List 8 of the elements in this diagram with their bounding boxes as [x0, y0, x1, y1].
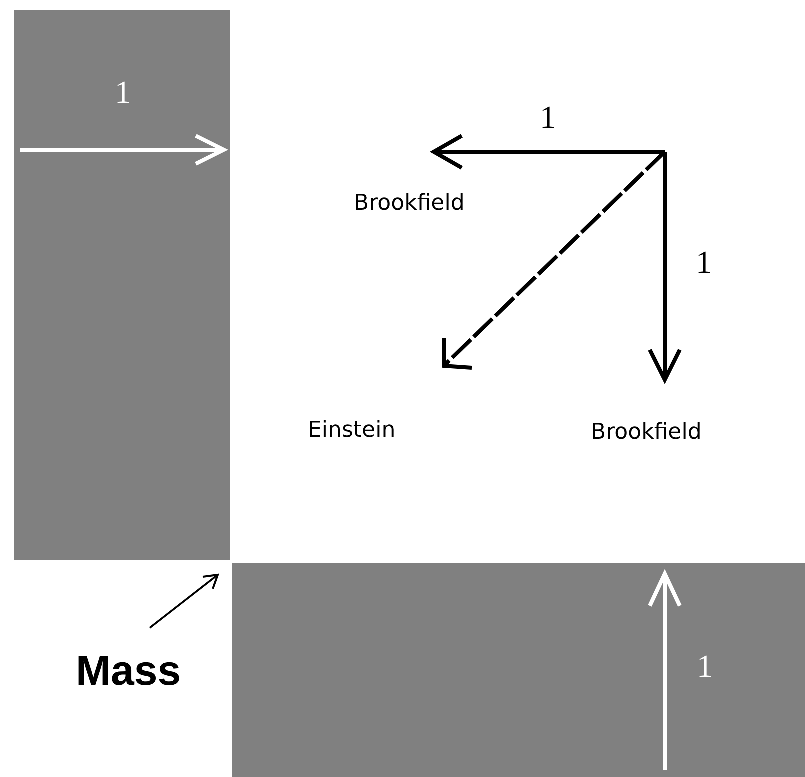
- measure-label: 1: [115, 76, 131, 108]
- observer-label: Brookfield: [591, 422, 702, 444]
- measure-label: 1: [696, 246, 712, 278]
- observer-label: Einstein: [308, 420, 396, 442]
- measure-label: 1: [697, 650, 713, 682]
- mass-label: Mass: [76, 650, 182, 692]
- measure-label: 1: [540, 101, 556, 133]
- observer-label: Brookfield: [354, 193, 465, 215]
